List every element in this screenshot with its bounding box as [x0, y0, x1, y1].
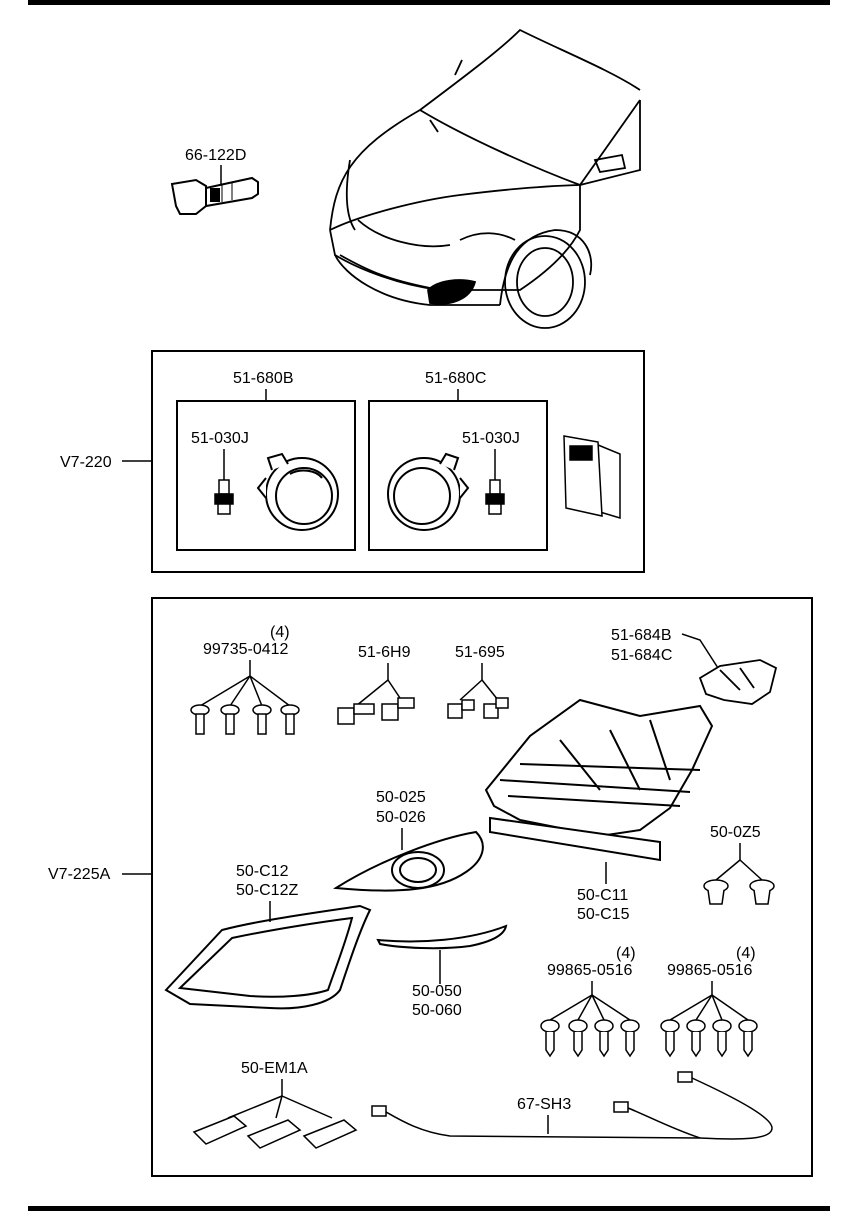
kit-v7-220-box: [151, 350, 645, 573]
bolt-a-leaders: [355, 663, 401, 707]
clip-nut-leaders: [715, 843, 763, 881]
bolt-b-leaders: [459, 663, 499, 701]
wire-harness-icon: [371, 1071, 773, 1140]
screws-c-label: 99865-0516: [667, 962, 753, 979]
bracket-icon: [698, 659, 778, 705]
bolt-icon: [337, 697, 415, 725]
vehicle-illustration: [329, 28, 641, 329]
screws-b-qty: (4): [616, 945, 636, 962]
screws-b-leaders: [549, 981, 631, 1021]
bulb-left-icon: [214, 479, 234, 515]
garnish-label-2: 50-060: [412, 1002, 462, 1019]
fog-lamp-right-icon: [387, 452, 470, 531]
garnish-label-1: 50-050: [412, 983, 462, 1000]
screws-a-qty: (4): [270, 624, 290, 641]
kit-v7-225a-label: V7-225A: [48, 866, 111, 883]
screw-icon: [190, 704, 300, 735]
bolt-a-label: 51-6H9: [358, 644, 411, 661]
cover-label-1: 50-025: [376, 789, 426, 806]
clip-nut-label: 50-0Z5: [710, 824, 761, 841]
flange-bolt-icon: [447, 697, 509, 719]
bottom-border: [28, 1206, 830, 1211]
kit-v7-225a-box: [151, 597, 813, 1177]
tape-label: 50-EM1A: [241, 1060, 308, 1077]
tapping-screw-icon: [540, 1019, 640, 1058]
bezel-icon: [164, 904, 372, 1010]
harness-label: 67-SH3: [517, 1096, 571, 1113]
lamp-cover-icon: [332, 830, 484, 892]
screws-b-label: 99865-0516: [547, 962, 633, 979]
screws-a-label: 99735-0412: [203, 641, 289, 658]
cover-label-2: 50-026: [376, 809, 426, 826]
bracket-label-2: 51-684C: [611, 647, 672, 664]
tape-leaders: [227, 1079, 333, 1119]
combination-switch: 66-122D: [170, 147, 259, 215]
top-border: [28, 0, 830, 5]
fog-lamp-right-box: [368, 400, 548, 551]
tapping-screw-icon: [660, 1019, 758, 1058]
instruction-sheet-icon: [563, 435, 621, 520]
tape-icon: [192, 1115, 358, 1149]
bulb-left-label: 51-030J: [191, 430, 249, 447]
screws-c-leaders: [669, 981, 749, 1021]
bracket-label-1: 51-684B: [611, 627, 672, 644]
fog-lamp-left-box: [176, 400, 356, 551]
bezel-label-2: 50-C12Z: [236, 882, 298, 899]
screws-a-leaders: [199, 660, 291, 707]
bulb-right-label: 51-030J: [462, 430, 520, 447]
clip-nut-icon: [703, 879, 775, 905]
garnish-icon: [376, 924, 508, 950]
switch-label: 66-122D: [185, 147, 246, 164]
bulb-right-icon: [485, 479, 505, 515]
housing-label-2: 50-C15: [577, 906, 630, 923]
screws-c-qty: (4): [736, 945, 756, 962]
bolt-b-label: 51-695: [455, 644, 505, 661]
grille-housing-icon: [484, 698, 714, 862]
fog-lamp-right-label: 51-680C: [425, 370, 486, 387]
fog-lamp-left-icon: [256, 452, 339, 531]
fog-lamp-left-label: 51-680B: [233, 370, 294, 387]
bezel-label-1: 50-C12: [236, 863, 289, 880]
kit-v7-220-label: V7-220: [60, 454, 112, 471]
housing-label-1: 50-C11: [577, 887, 628, 904]
